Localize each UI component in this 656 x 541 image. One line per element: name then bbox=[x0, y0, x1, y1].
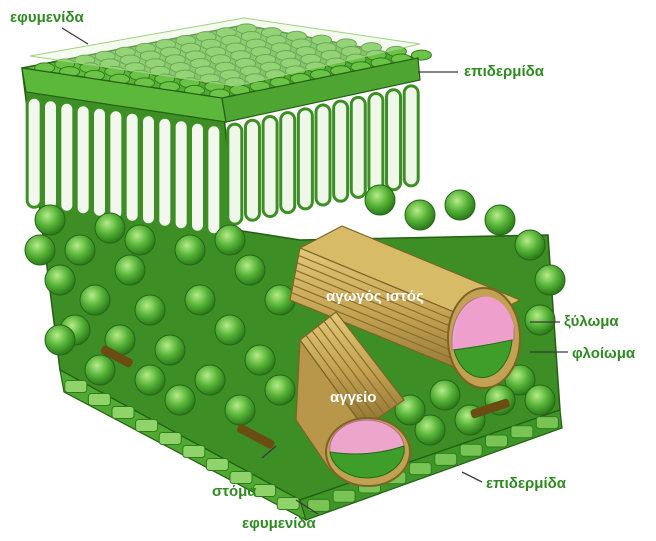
label-epidermis-top: επιδερμίδα bbox=[464, 64, 544, 79]
mesophyll-cell bbox=[135, 365, 165, 395]
mesophyll-cell bbox=[525, 305, 555, 335]
palisade-cell bbox=[125, 112, 139, 222]
mesophyll-cell bbox=[365, 185, 395, 215]
label-phloem: φλοίωμα bbox=[572, 346, 635, 361]
mesophyll-cell bbox=[185, 285, 215, 315]
epidermis-bottom-cell bbox=[333, 490, 355, 502]
palisade-cell bbox=[404, 86, 418, 186]
palisade-cell bbox=[191, 122, 205, 232]
label-vascular-tissue: αγωγός ιστός bbox=[326, 289, 424, 304]
mesophyll-cell bbox=[215, 315, 245, 345]
epidermis-bottom-cell bbox=[183, 446, 205, 458]
mesophyll-cell bbox=[155, 335, 185, 365]
epidermis-bottom-cell bbox=[277, 498, 299, 510]
mesophyll-cell bbox=[115, 255, 145, 285]
palisade-cell bbox=[93, 107, 107, 217]
epidermis-bottom-cell bbox=[206, 459, 228, 471]
palisade-cell bbox=[298, 109, 312, 209]
mesophyll-cell bbox=[25, 235, 55, 265]
palisade-cell bbox=[263, 116, 277, 216]
palisade-cell bbox=[142, 115, 156, 225]
mesophyll-cell bbox=[515, 230, 545, 260]
label-epidermis-bottom: επιδερμίδα bbox=[486, 476, 566, 491]
mesophyll-cell bbox=[35, 205, 65, 235]
mesophyll-cell bbox=[95, 213, 125, 243]
palisade-cell bbox=[158, 117, 172, 227]
epidermis-bottom-cell bbox=[159, 433, 181, 445]
palisade-cell bbox=[174, 120, 188, 230]
epidermis-bottom-cell bbox=[536, 417, 558, 429]
label-vessel: αγγείο bbox=[330, 390, 376, 405]
mesophyll-cell bbox=[45, 265, 75, 295]
epidermis-bottom-cell bbox=[409, 463, 431, 475]
mesophyll-cell bbox=[525, 385, 555, 415]
mesophyll-cell bbox=[225, 395, 255, 425]
mesophyll-cell bbox=[215, 225, 245, 255]
epidermis-bottom-cell bbox=[511, 426, 533, 438]
epidermis-bottom-cell bbox=[112, 407, 134, 419]
mesophyll-cell bbox=[175, 235, 205, 265]
mesophyll-cell bbox=[85, 355, 115, 385]
mesophyll-cell bbox=[125, 225, 155, 255]
mesophyll-cell bbox=[535, 265, 565, 295]
mesophyll-cell bbox=[195, 365, 225, 395]
epidermis-bottom-cell bbox=[230, 472, 252, 484]
mesophyll-cell bbox=[485, 205, 515, 235]
epidermis-bottom-cell bbox=[435, 453, 457, 465]
epidermis-bottom-cell bbox=[65, 381, 87, 393]
epidermis-bottom-cell bbox=[460, 444, 482, 456]
palisade-cell bbox=[334, 101, 348, 201]
mesophyll-cell bbox=[45, 325, 75, 355]
palisade-cell bbox=[387, 90, 401, 190]
palisade-cell bbox=[44, 100, 58, 210]
palisade-cell bbox=[109, 110, 123, 220]
label-cuticle-top: εφυμενίδα bbox=[10, 10, 84, 25]
palisade-cell bbox=[316, 105, 330, 205]
mesophyll-cell bbox=[405, 200, 435, 230]
palisade-cell bbox=[369, 94, 383, 194]
epidermis-bottom-cell bbox=[486, 435, 508, 447]
palisade-cell bbox=[281, 113, 295, 213]
pointer-cuticle-top bbox=[62, 28, 88, 44]
epidermis-bottom-cell bbox=[88, 394, 110, 406]
palisade-cell bbox=[207, 125, 221, 235]
mesophyll-cell bbox=[265, 375, 295, 405]
palisade-cell bbox=[76, 105, 90, 215]
pointer-epidermis-bottom bbox=[462, 472, 482, 482]
mesophyll-cell bbox=[445, 190, 475, 220]
mesophyll-cell bbox=[135, 295, 165, 325]
label-xylem: ξύλωμα bbox=[564, 314, 619, 329]
palisade-cell bbox=[245, 120, 259, 220]
label-stoma: στόμα bbox=[212, 484, 257, 499]
mesophyll-cell bbox=[80, 285, 110, 315]
label-cuticle-bottom: εφυμενίδα bbox=[242, 516, 316, 531]
mesophyll-cell bbox=[430, 380, 460, 410]
mesophyll-cell bbox=[235, 255, 265, 285]
palisade-cell bbox=[27, 97, 41, 207]
mesophyll-cell bbox=[65, 235, 95, 265]
palisade-cell bbox=[60, 102, 74, 212]
palisade-cell bbox=[351, 97, 365, 197]
palisade-cell bbox=[228, 124, 242, 224]
mesophyll-cell bbox=[245, 345, 275, 375]
mesophyll-cell bbox=[165, 385, 195, 415]
epidermis-bottom-cell bbox=[136, 420, 158, 432]
